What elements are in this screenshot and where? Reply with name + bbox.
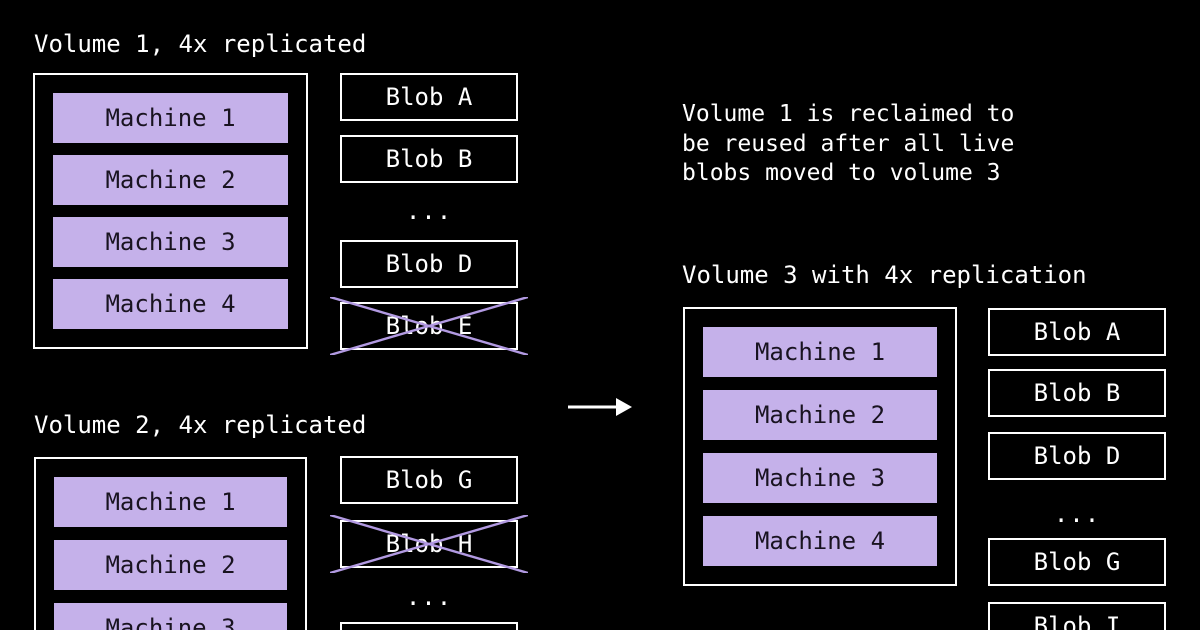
volume1-box: Machine 1 Machine 2 Machine 3 Machine 4 [33,73,308,349]
ellipsis: ... [405,197,453,225]
machine-box: Machine 1 [54,477,287,527]
annotation-line: blobs moved to volume 3 [682,160,1001,186]
machine-box: Machine 3 [54,603,287,630]
blob-box: Blob D [988,432,1166,480]
blob-label: Blob H [385,530,473,558]
blob-label: Blob I [1033,612,1121,630]
blob-box-deleted: Blob H [340,520,518,568]
blob-box-deleted: Blob E [340,302,518,350]
blob-box: Blob I [988,602,1166,630]
ellipsis: ... [1053,500,1101,528]
annotation-text: Volume 1 is reclaimed to be reused after… [682,100,1014,189]
volume3-title: Volume 3 with 4x replication [682,261,1087,289]
blob-label: Blob D [385,250,473,278]
blob-label: Blob G [385,466,473,494]
volume3-box: Machine 1 Machine 2 Machine 3 Machine 4 [683,307,957,586]
machine-box: Machine 2 [53,155,288,205]
blob-label: Blob A [1033,318,1121,346]
blob-box: Blob B [340,135,518,183]
annotation-line: be reused after all live [682,130,1015,157]
machine-box: Machine 4 [53,279,288,329]
machine-box: Machine 3 [53,217,288,267]
blob-box-partial [340,622,518,630]
machine-box: Machine 3 [703,453,937,503]
blob-box: Blob G [340,456,518,504]
blob-box: Blob B [988,369,1166,417]
blob-label: Blob B [1033,379,1121,407]
volume1-title: Volume 1, 4x replicated [34,30,367,58]
blob-box: Blob A [340,73,518,121]
blob-label: Blob G [1033,548,1121,576]
ellipsis: ... [405,583,453,611]
machine-box: Machine 1 [703,327,937,377]
annotation-line: Volume 1 is reclaimed to [682,101,1015,127]
right-arrow-icon [568,398,632,416]
machine-box: Machine 1 [53,93,288,143]
flow-arrow [566,396,634,418]
blob-box: Blob D [340,240,518,288]
blob-label: Blob B [385,145,473,173]
volume2-title: Volume 2, 4x replicated [34,411,367,439]
machine-box: Machine 2 [703,390,937,440]
blob-label: Blob E [385,312,473,340]
volume2-box: Machine 1 Machine 2 Machine 3 [34,457,307,630]
machine-box: Machine 4 [703,516,937,566]
blob-box: Blob G [988,538,1166,586]
blob-box: Blob A [988,308,1166,356]
blob-label: Blob A [385,83,473,111]
machine-box: Machine 2 [54,540,287,590]
blob-label: Blob D [1033,442,1121,470]
